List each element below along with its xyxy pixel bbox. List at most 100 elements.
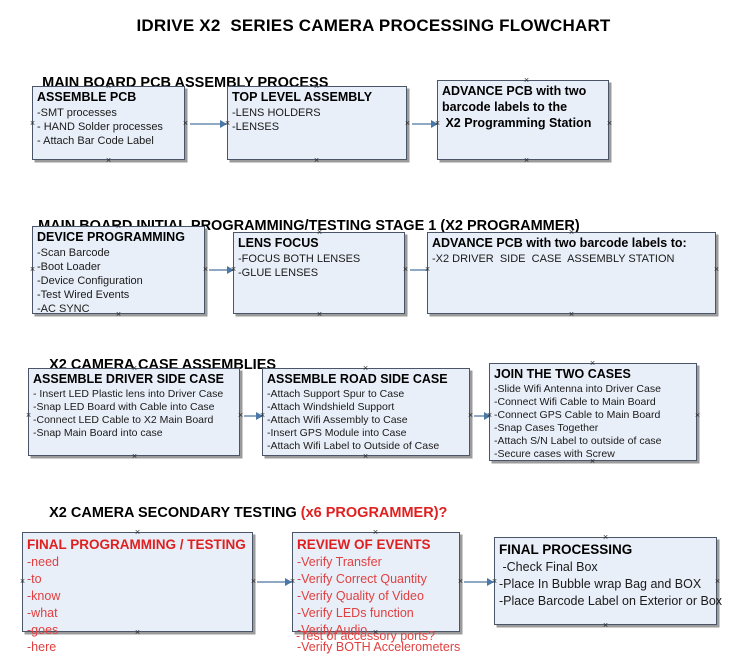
connector-handle-left[interactable] [25,412,32,419]
connector-handle-bottom[interactable] [313,157,320,164]
connector-handle-left[interactable] [19,578,26,585]
connector-handle-right[interactable] [402,266,409,273]
box-title: ADVANCE PCB with two [442,84,587,98]
box-title: TOP LEVEL ASSEMBLY [232,90,373,104]
section-heading-x2-camera-secondary-testing: X2 CAMERA SECONDARY TESTING (x6 PROGRAMM… [33,489,447,537]
box-title: REVIEW OF EVENTS [297,537,431,552]
box-line: -AC SYNC [37,303,90,315]
connector-handle-top[interactable] [372,529,379,536]
box-line: -Test Wired Events [37,289,130,301]
box-advance-pcb-to-driver-side-case-station[interactable]: ADVANCE PCB with two barcode labels to: … [427,232,716,314]
box-join-the-two-cases[interactable]: JOIN THE TWO CASES -Slide Wifi Antenna i… [489,363,697,461]
connector-handle-left[interactable] [29,120,36,127]
connector-handle-top[interactable] [115,223,122,230]
connector-handle-bottom[interactable] [372,629,379,636]
box-assemble-road-side-case[interactable]: ASSEMBLE ROAD SIDE CASE -Attach Support … [262,368,470,456]
connector-handle-top[interactable] [362,365,369,372]
box-title: JOIN THE TWO CASES [494,367,631,381]
connector-handle-bottom[interactable] [568,311,575,318]
connector-handle-bottom[interactable] [134,629,141,636]
box-line: -Snap Main Board into case [33,427,163,439]
box-line: -LENSES [232,121,280,133]
box-line: -to [27,572,42,586]
connector-handle-left[interactable] [434,120,441,127]
connector-review-of-events-to-final-processing [464,578,494,586]
connector-handle-top[interactable] [589,360,596,367]
box-assemble-pcb[interactable]: ASSEMBLE PCB -SMT processes - HAND Solde… [32,86,185,160]
box-lens-focus[interactable]: LENS FOCUS -FOCUS BOTH LENSES -GLUE LENS… [233,232,405,314]
box-line: -Attach Windshield Support [267,401,395,413]
box-advance-pcb-to-x2-programming-station[interactable]: ADVANCE PCB with two barcode labels to t… [437,80,609,160]
box-line: -Attach Support Spur to Case [267,388,405,400]
connector-handle-right[interactable] [714,578,721,585]
box-title: ASSEMBLE ROAD SIDE CASE [267,372,448,386]
connector-handle-right[interactable] [467,412,474,419]
box-line: -Device Configuration [37,275,143,287]
connector-handle-right[interactable] [713,266,720,273]
connector-handle-right[interactable] [457,578,464,585]
connector-handle-bottom[interactable] [105,157,112,164]
connector-handle-left[interactable] [224,120,231,127]
box-top-level-assembly[interactable]: TOP LEVEL ASSEMBLY -LENS HOLDERS -LENSES [227,86,407,160]
connector-handle-top[interactable] [105,83,112,90]
box-final-programming-testing[interactable]: FINAL PROGRAMMING / TESTING -need -to -k… [22,532,253,654]
box-title: ASSEMBLE DRIVER SIDE CASE [33,372,225,386]
box-line: X2 Programming Station [442,116,592,130]
connector-handle-bottom[interactable] [131,453,138,460]
connector-handle-left[interactable] [289,578,296,585]
connector-handle-left[interactable] [230,266,237,273]
box-final-processing[interactable]: FINAL PROCESSING -Check Final Box -Place… [494,537,722,625]
connector-handle-top[interactable] [568,229,575,236]
connector-handle-top[interactable] [313,83,320,90]
box-line: -LENS HOLDERS [232,107,321,119]
box-line: -Attach Wifi Assembly to Case [267,414,408,426]
connector-handle-bottom[interactable] [589,458,596,465]
box-line: -Slide Wifi Antenna into Driver Case [494,383,661,395]
connector-handle-bottom[interactable] [602,622,609,629]
connector-handle-top[interactable] [134,529,141,536]
box-line: -Snap Cases Together [494,422,599,434]
box-line: -here [27,640,57,654]
section-heading-accent: (x6 PROGRAMMER)? [300,505,448,521]
page-title: IDRIVE X2 SERIES CAMERA PROCESSING FLOWC… [136,16,611,35]
connector-handle-bottom[interactable] [316,311,323,318]
connector-handle-right[interactable] [404,120,411,127]
connector-handle-left[interactable] [486,412,493,419]
connector-handle-right[interactable] [606,120,613,127]
connector-final-programming-to-review-of-events [257,578,292,586]
box-line: - Attach Bar Code Label [37,135,154,147]
box-line: -goes [27,623,59,637]
connector-handle-left[interactable] [29,266,36,273]
connector-handle-left[interactable] [259,412,266,419]
connector-handle-top[interactable] [316,229,323,236]
connector-handle-left[interactable] [424,266,431,273]
box-title: DEVICE PROGRAMMING [37,230,185,244]
box-title: LENS FOCUS [238,236,319,250]
box-line: -X2 DRIVER SIDE CASE ASSEMBLY STATION [432,253,675,265]
connector-handle-bottom[interactable] [523,157,530,164]
connector-handle-left[interactable] [491,578,498,585]
box-line: -Connect LED Cable to X2 Main Board [33,414,214,426]
connector-handle-top[interactable] [131,365,138,372]
connector-assemble-pcb-to-top-level-assembly [190,120,227,128]
connector-handle-right[interactable] [182,120,189,127]
connector-handle-top[interactable] [602,534,609,541]
box-line: -Attach S/N Label to outside of case [494,435,662,447]
box-line: -Connect Wifi Cable to Main Board [494,396,656,408]
connector-handle-right[interactable] [202,266,209,273]
box-line: -Place In Bubble wrap Bag and BOX [499,577,702,591]
box-assemble-driver-side-case[interactable]: ASSEMBLE DRIVER SIDE CASE - Insert LED P… [28,368,240,456]
box-line: -Verify Audio [297,623,368,637]
connector-handle-bottom[interactable] [362,453,369,460]
box-review-of-events[interactable]: REVIEW OF EVENTS -Verify Transfer -Verif… [292,532,460,654]
connector-handle-right[interactable] [237,412,244,419]
box-overflow-line: -Test of accessory ports? [296,629,435,643]
connector-handle-top[interactable] [523,77,530,84]
box-line: -Insert GPS Module into Case [267,427,407,439]
connector-handle-right[interactable] [694,412,701,419]
box-line: -Verify Quality of Video [297,589,424,603]
box-device-programming[interactable]: DEVICE PROGRAMMING -Scan Barcode -Boot L… [32,226,205,315]
connector-handle-right[interactable] [250,578,257,585]
connector-handle-bottom[interactable] [115,311,122,318]
box-line: -Check Final Box [499,560,598,574]
